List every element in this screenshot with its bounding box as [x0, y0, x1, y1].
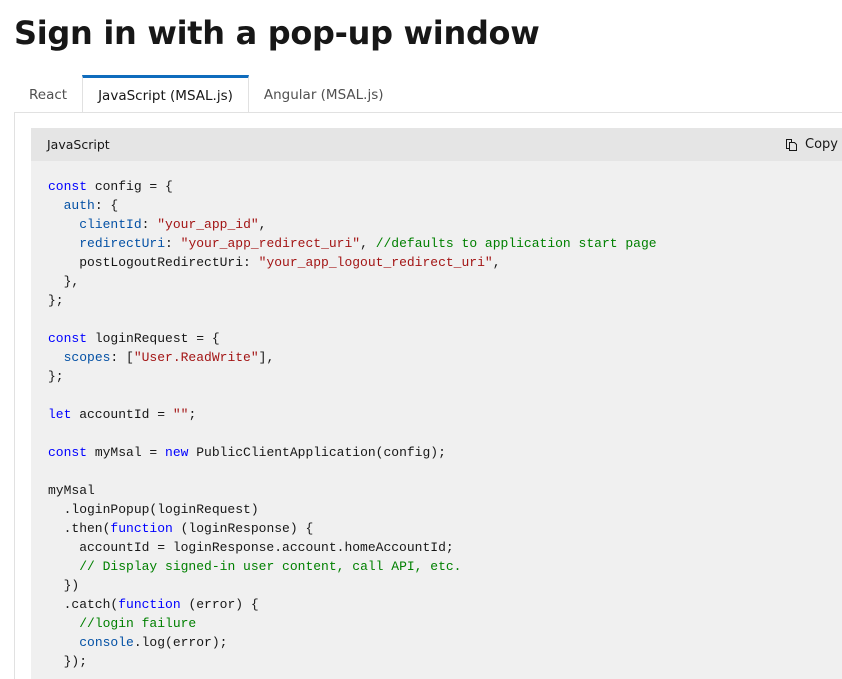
code-token-kw: let [48, 407, 72, 422]
code-token-t: .log(error); [133, 635, 228, 650]
code-line: auth: { [48, 196, 842, 215]
code-token-str: "your_app_logout_redirect_uri" [258, 255, 493, 270]
tab-angular[interactable]: Angular (MSAL.js) [263, 87, 384, 103]
code-line: }) [48, 576, 842, 595]
code-token-t: , [360, 236, 376, 251]
copy-label: Copy [805, 137, 838, 152]
code-line: const loginRequest = { [48, 329, 842, 348]
code-token-t: config = { [87, 179, 173, 194]
code-line: }); [48, 652, 842, 671]
code-token-t: : [141, 217, 158, 232]
code-line: const config = { [48, 177, 842, 196]
code-line: myMsal [48, 481, 842, 500]
code-line: const myMsal = new PublicClientApplicati… [48, 443, 842, 462]
code-token-t: accountId = loginResponse.account.homeAc… [48, 540, 454, 555]
tab-list: React JavaScript (MSAL.js) Angular (MSAL… [14, 75, 842, 113]
code-line [48, 310, 842, 329]
code-line [48, 462, 842, 481]
code-token-t: .loginPopup(loginRequest) [48, 502, 259, 517]
page-title: Sign in with a pop-up window [14, 14, 540, 52]
code-line: accountId = loginResponse.account.homeAc… [48, 538, 842, 557]
code-token-t: , [258, 217, 267, 232]
code-token-t: }; [48, 293, 64, 308]
code-line: redirectUri: "your_app_redirect_uri", //… [48, 234, 842, 253]
code-token-cm: //login failure [79, 616, 197, 631]
code-line: }; [48, 291, 842, 310]
code-token-kw: new [165, 445, 189, 460]
code-token-kw: const [48, 445, 88, 460]
code-token-t: }); [48, 654, 88, 669]
code-token-kw: function [118, 597, 181, 612]
code-token-prop: auth [63, 198, 95, 213]
code-token-t: postLogoutRedirectUri: [48, 255, 259, 270]
code-token-t [48, 350, 64, 365]
code-line: }; [48, 367, 842, 386]
code-token-t [48, 198, 64, 213]
code-token-str: "your_app_id" [157, 217, 259, 232]
code-token-str: "" [172, 407, 189, 422]
code-line: }, [48, 272, 842, 291]
code-token-t: ; [188, 407, 197, 422]
code-content: const config = { auth: { clientId: "your… [31, 161, 842, 671]
code-token-t: myMsal [48, 483, 95, 498]
code-token-t [48, 217, 79, 232]
code-token-t: : [ [110, 350, 134, 365]
tab-react[interactable]: React [29, 87, 68, 103]
code-token-t: }; [48, 369, 64, 384]
code-token-t: (error) { [180, 597, 259, 612]
code-line: let accountId = ""; [48, 405, 842, 424]
code-token-t: .then( [48, 521, 111, 536]
code-token-t: .catch( [48, 597, 119, 612]
code-line: // Display signed-in user content, call … [48, 557, 842, 576]
code-token-cm: //defaults to application start page [375, 236, 657, 251]
code-token-t [48, 635, 79, 650]
code-token-prop: scopes [63, 350, 111, 365]
code-line: .then(function (loginResponse) { [48, 519, 842, 538]
code-token-prop: redirectUri [79, 236, 166, 251]
code-token-t: : [165, 236, 181, 251]
code-token-t: accountId = [71, 407, 173, 422]
code-token-t: }) [48, 578, 80, 593]
code-line [48, 424, 842, 443]
code-line: scopes: ["User.ReadWrite"], [48, 348, 842, 367]
tab-javascript[interactable]: JavaScript (MSAL.js) [82, 75, 249, 113]
code-token-t: ], [258, 350, 275, 365]
code-token-cm: // Display signed-in user content, call … [79, 559, 462, 574]
code-token-kw: const [48, 331, 88, 346]
code-token-t: }, [48, 274, 80, 289]
code-token-kw: const [48, 179, 88, 194]
code-header: JavaScript Copy [31, 128, 842, 161]
code-token-str: "User.ReadWrite" [133, 350, 259, 365]
code-block: JavaScript Copy const config = { auth: {… [31, 128, 842, 679]
code-line: //login failure [48, 614, 842, 633]
code-token-t: PublicClientApplication(config); [188, 445, 446, 460]
code-token-t [48, 559, 79, 574]
code-token-t: (loginResponse) { [172, 521, 314, 536]
copy-icon [786, 138, 798, 151]
code-line: console.log(error); [48, 633, 842, 652]
code-token-str: "your_app_redirect_uri" [180, 236, 361, 251]
copy-button[interactable]: Copy [785, 137, 842, 152]
code-line: .loginPopup(loginRequest) [48, 500, 842, 519]
code-token-prop: console [79, 635, 134, 650]
code-token-t: loginRequest = { [87, 331, 220, 346]
tab-panel: JavaScript Copy const config = { auth: {… [14, 112, 842, 679]
code-token-t [48, 236, 79, 251]
code-line: clientId: "your_app_id", [48, 215, 842, 234]
code-token-prop: clientId [79, 217, 142, 232]
code-token-t: myMsal = [87, 445, 166, 460]
code-line: .catch(function (error) { [48, 595, 842, 614]
code-token-kw: function [110, 521, 173, 536]
code-token-t: : { [94, 198, 119, 213]
code-language: JavaScript [47, 137, 110, 152]
code-line: postLogoutRedirectUri: "your_app_logout_… [48, 253, 842, 272]
code-token-t: , [492, 255, 501, 270]
code-line [48, 386, 842, 405]
code-token-t [48, 616, 79, 631]
